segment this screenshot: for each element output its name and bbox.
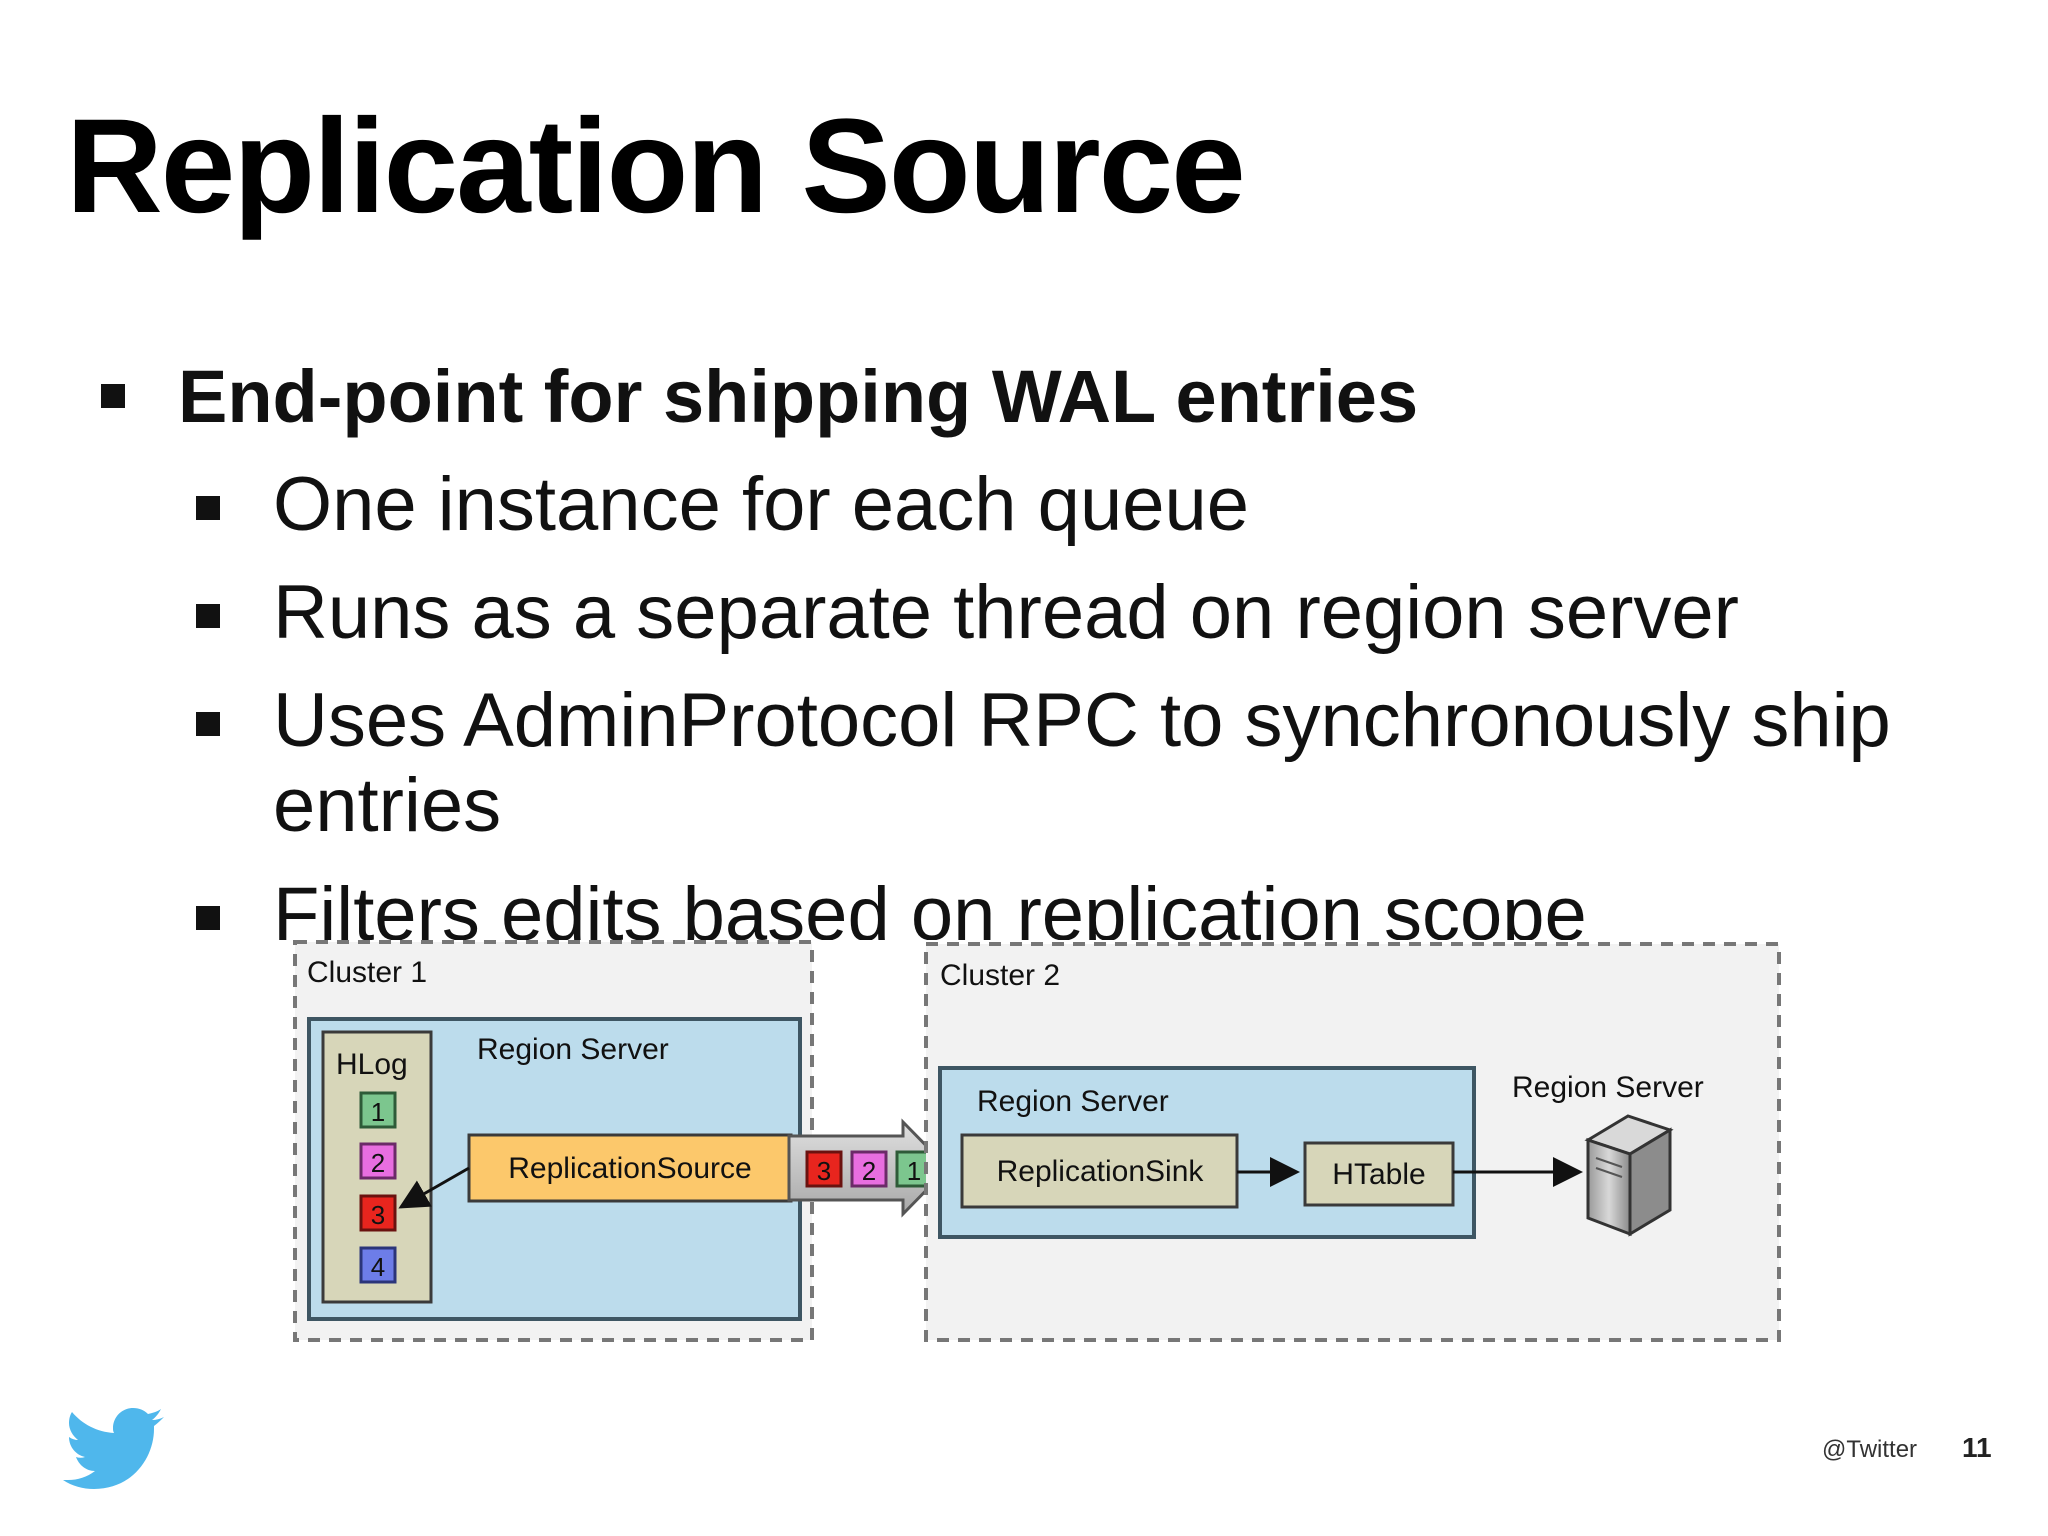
sub-bullet-text: Uses AdminProtocol RPC to synchronously … <box>273 678 1891 849</box>
hlog-entry-4 <box>359 1246 397 1284</box>
shipped-entry-2-label: 2 <box>862 1156 876 1186</box>
bullet-main-text: End-point for shipping WAL entries <box>178 355 1419 438</box>
hlog-entry-1-label: 1 <box>371 1097 385 1127</box>
bullet-square-icon <box>196 712 220 736</box>
shipped-entry-3-label: 3 <box>817 1156 831 1186</box>
bullet-main: End-point for shipping WAL entries <box>101 355 1419 439</box>
sub-bullet-3: Uses AdminProtocol RPC to synchronously … <box>196 678 1913 849</box>
htable-label: HTable <box>1332 1158 1425 1191</box>
sub-bullet-text: Runs as a separate thread on region serv… <box>273 570 1739 655</box>
shipped-entry-3 <box>805 1150 843 1188</box>
sub-bullet-1: One instance for each queue <box>196 462 1250 547</box>
cluster-2-label: Cluster 2 <box>940 959 1060 992</box>
sub-bullet-2: Runs as a separate thread on region serv… <box>196 570 1739 655</box>
twitter-bird-icon <box>63 1408 164 1489</box>
slide-title: Replication Source <box>66 92 1246 241</box>
bullet-list: End-point for shipping WAL entries One i… <box>101 355 1913 940</box>
source-to-hlog-arrow <box>398 1166 470 1209</box>
replication-sink-box <box>960 1133 1239 1209</box>
bullet-square-icon <box>196 604 220 628</box>
region-server-label-cluster2: Region Server <box>977 1085 1169 1118</box>
sub-bullet-text: Filters edits based on replication scope <box>273 872 1587 940</box>
hlog-entry-1 <box>359 1091 397 1129</box>
sub-bullet-4: Filters edits based on replication scope <box>196 872 1587 940</box>
bullet-square-icon <box>101 384 125 408</box>
bullet-square-icon <box>196 906 220 930</box>
bullet-square-icon <box>196 496 220 520</box>
region-server-label: Region Server <box>477 1033 669 1066</box>
footer-handle: @Twitter <box>1822 1436 1918 1463</box>
sub-bullet-text: One instance for each queue <box>273 462 1250 547</box>
page-number: 11 <box>1962 1432 1992 1463</box>
shipped-entry-2 <box>850 1150 888 1188</box>
region-server-label-external: Region Server <box>1512 1071 1704 1104</box>
shipped-entry-1-label: 1 <box>907 1156 921 1186</box>
hlog-entry-4-label: 4 <box>371 1252 385 1282</box>
hlog-entry-2-label: 2 <box>371 1148 385 1178</box>
replication-source-label: ReplicationSource <box>508 1152 751 1185</box>
hlog-label: HLog <box>336 1048 408 1081</box>
cluster-1-label: Cluster 1 <box>307 956 427 989</box>
hlog-entry-3 <box>359 1194 397 1232</box>
server-icon <box>1584 1114 1674 1237</box>
htable-box <box>1303 1141 1455 1207</box>
replication-sink-label: ReplicationSink <box>997 1155 1205 1188</box>
hlog-entry-3-label: 3 <box>371 1200 385 1230</box>
hlog-entry-2 <box>359 1142 397 1180</box>
